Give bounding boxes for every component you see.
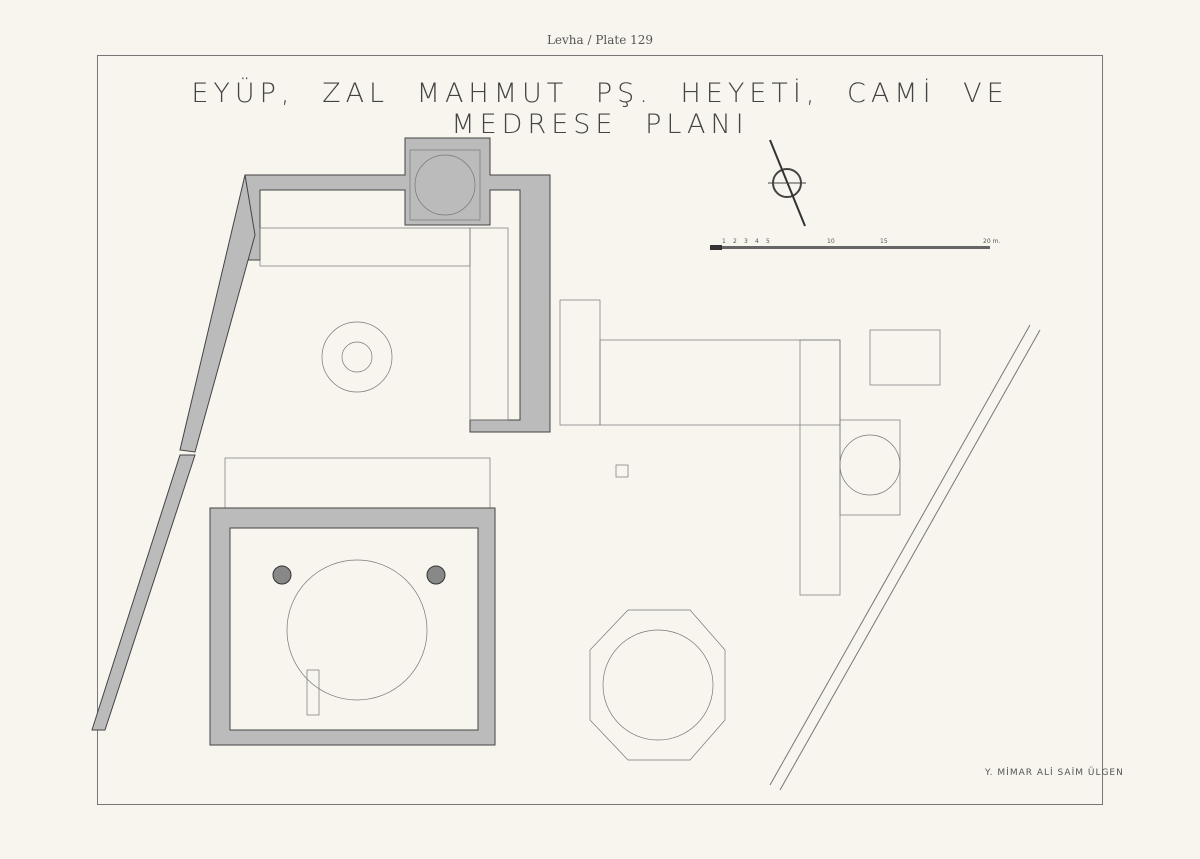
author-signature: Y. MİMAR ALİ SAİM ÜLGEN [985,768,1124,778]
svg-text:20 m.: 20 m. [983,238,1000,245]
scale-labels: 1 2 3 4 5 10 15 20 m. [722,238,1000,245]
drawing-title: EYÜP, ZAL MAHMUT PŞ. HEYETİ, CAMİ VE MED… [191,78,1009,140]
drawing-frame [97,55,1103,805]
north-arrow-icon [768,139,806,227]
svg-text:2: 2 [733,238,737,245]
fountain-plan [589,609,726,761]
medrese-plan [179,137,551,453]
scale-bar [710,245,990,250]
portico-plan [559,299,941,596]
svg-text:5: 5 [766,238,770,245]
road [769,324,1041,791]
plate-label: Levha / Plate 129 [546,33,654,47]
mosque-plan [209,457,496,746]
svg-text:1: 1 [722,238,726,245]
svg-text:15: 15 [880,238,888,245]
svg-text:3: 3 [744,238,748,245]
svg-text:4: 4 [755,238,759,245]
enclosure-wall [91,454,196,731]
svg-text:10: 10 [827,238,835,245]
